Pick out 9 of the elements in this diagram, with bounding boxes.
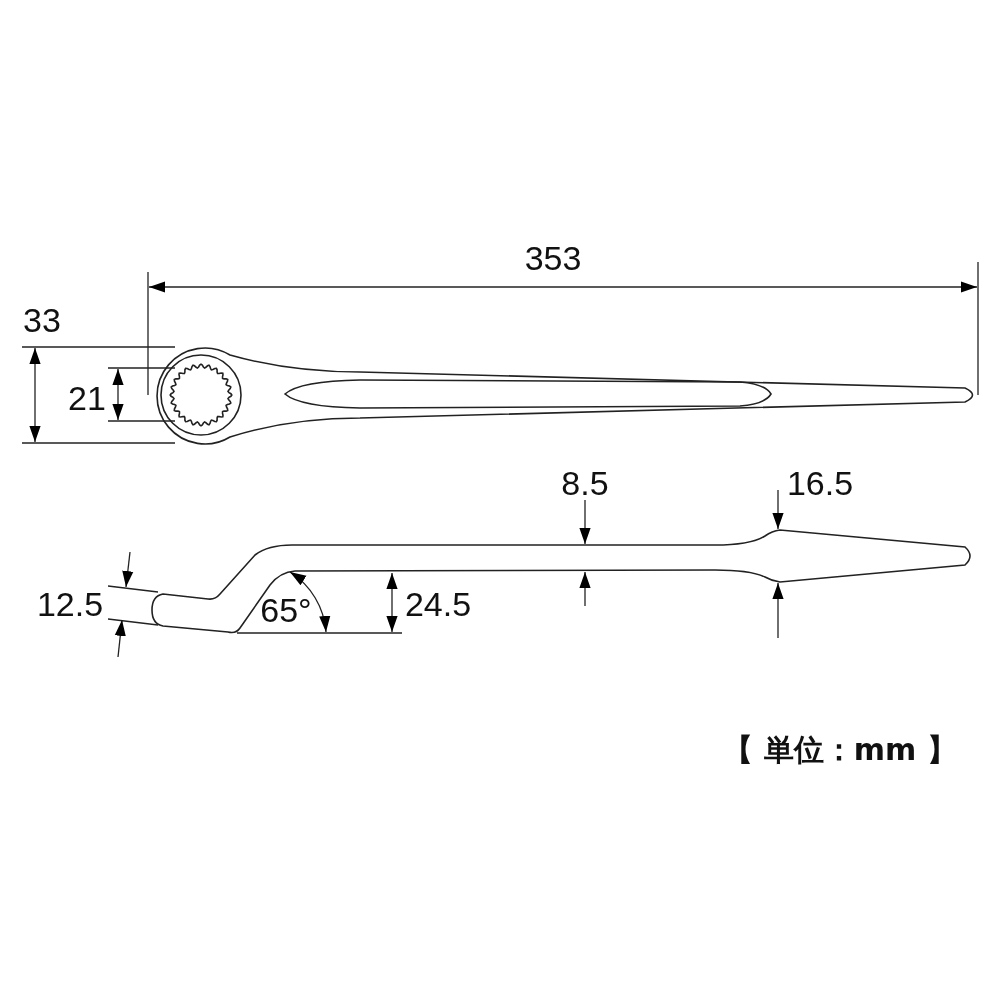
dimension-label: 353 bbox=[524, 241, 582, 275]
dimension-label: 21 bbox=[68, 381, 106, 415]
dimension-label: 12.5 bbox=[36, 587, 104, 621]
angle-label: 65° bbox=[260, 593, 312, 627]
dimension-label: 16.5 bbox=[786, 466, 854, 500]
dimension-label: 33 bbox=[23, 303, 61, 337]
unit-note: 【 単位：mm 】 bbox=[723, 735, 957, 765]
dimension-label: 8.5 bbox=[561, 466, 609, 500]
dimension-label: 24.5 bbox=[404, 587, 472, 621]
